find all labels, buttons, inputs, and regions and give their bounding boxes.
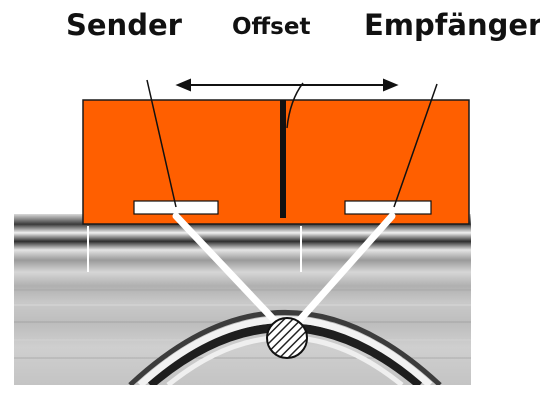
leader-lines <box>146 79 438 208</box>
ray-paths <box>172 212 396 326</box>
receiver-antenna <box>344 200 432 215</box>
antenna-housing <box>82 99 470 225</box>
sender-antenna <box>133 200 219 215</box>
offset-label: Offset <box>232 14 311 40</box>
sender-label: Sender <box>66 8 182 42</box>
double-headed-arrow-icon <box>175 78 399 92</box>
radargram-background <box>14 214 471 385</box>
hatched-circle-icon <box>266 317 308 359</box>
receiver-label: Empfänger <box>364 8 540 42</box>
